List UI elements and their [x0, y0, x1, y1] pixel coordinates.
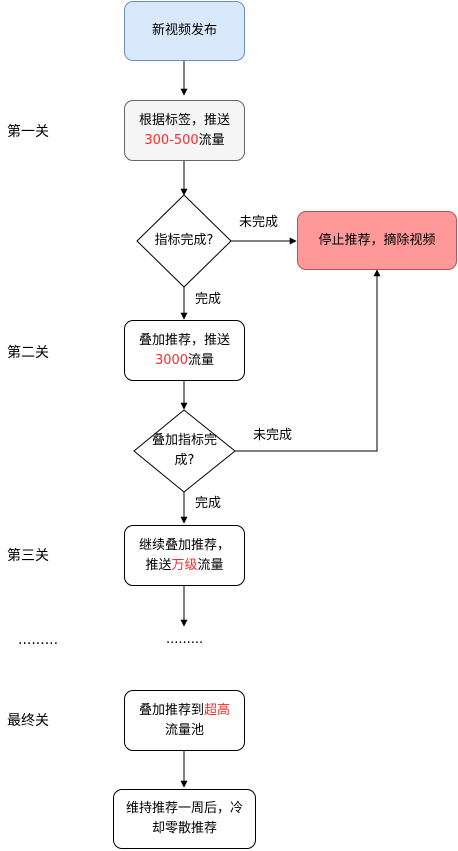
step1-line1: 根据标签，推送 — [138, 112, 230, 128]
edge-label-complete-1: 完成 — [195, 292, 222, 307]
step3-red-text: 万级 — [171, 557, 198, 573]
stage-label-2: 第二关 — [7, 345, 49, 361]
final-step-line1: 叠加推荐到超高 — [139, 701, 230, 721]
edge-label-incomplete-2: 未完成 — [253, 428, 293, 443]
final-step-red-text: 超高 — [204, 702, 231, 718]
stop-node: 停止推荐，摘除视频 — [297, 211, 457, 270]
step3-line1: 继续叠加推荐， — [138, 537, 230, 553]
edge-label-incomplete-1: 未完成 — [239, 215, 279, 230]
step1-node: 根据标签，推送 300-500流量 — [124, 100, 245, 161]
step3-node: 继续叠加推荐， 推送万级流量 — [124, 525, 245, 586]
step1-red-text: 300-500 — [144, 132, 199, 148]
final-step-line1-pre: 叠加推荐到 — [138, 702, 204, 718]
stage-label-1: 第一关 — [7, 124, 49, 140]
decision2-line1: 叠加指标完 — [151, 433, 217, 448]
end-node: 维持推荐一周后，冷 却零散推荐 — [113, 789, 256, 849]
decision2-shape — [133, 409, 236, 493]
step2-red-text: 3000 — [154, 352, 189, 368]
decision1-label: 指标完成? — [137, 231, 231, 251]
edge-label-complete-2: 完成 — [195, 496, 222, 511]
decision2-line2: 成? — [174, 453, 195, 468]
start-node-label: 新视频发布 — [151, 23, 217, 38]
end-line1: 维持推荐一周后，冷 — [125, 801, 243, 816]
start-node: 新视频发布 — [124, 1, 245, 61]
step2-line1: 叠加推荐，推送 — [138, 332, 230, 348]
step1-line2: 300-500流量 — [139, 131, 230, 151]
edge-decision2-stop — [235, 269, 381, 452]
final-step-line2: 流量池 — [164, 722, 204, 738]
stop-node-label: 停止推荐，摘除视频 — [318, 232, 436, 248]
flow-dots: ......... — [166, 632, 204, 647]
step3-line2-pre: 推送 — [145, 557, 172, 573]
decision1-shape — [136, 194, 232, 288]
step2-node: 叠加推荐，推送 3000流量 — [124, 320, 245, 381]
decision2-label: 叠加指标完 成? — [134, 431, 235, 471]
step3-line2-rest: 流量 — [197, 557, 224, 573]
end-line2: 却零散推荐 — [151, 821, 217, 836]
step3-line2: 推送万级流量 — [139, 556, 230, 576]
step2-line2-rest: 流量 — [188, 352, 215, 368]
final-step-node: 叠加推荐到超高 流量池 — [124, 690, 245, 751]
decision1-text: 指标完成? — [154, 233, 214, 248]
step1-line2-rest: 流量 — [198, 132, 225, 148]
stage-label-dots: ......... — [18, 632, 59, 648]
stage-label-3: 第三关 — [7, 548, 49, 564]
step2-line2: 3000流量 — [139, 351, 230, 371]
stage-label-final: 最终关 — [7, 713, 49, 729]
